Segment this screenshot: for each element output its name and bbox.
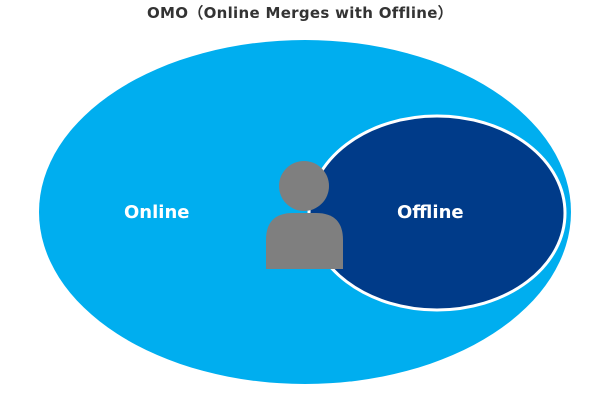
person-icon (266, 161, 343, 269)
offline-label: Offline (397, 202, 464, 223)
diagram-title: OMO（Online Merges with Offline） (146, 4, 454, 22)
online-label: Online (124, 202, 190, 223)
person-body (266, 213, 343, 269)
person-head (279, 161, 329, 211)
